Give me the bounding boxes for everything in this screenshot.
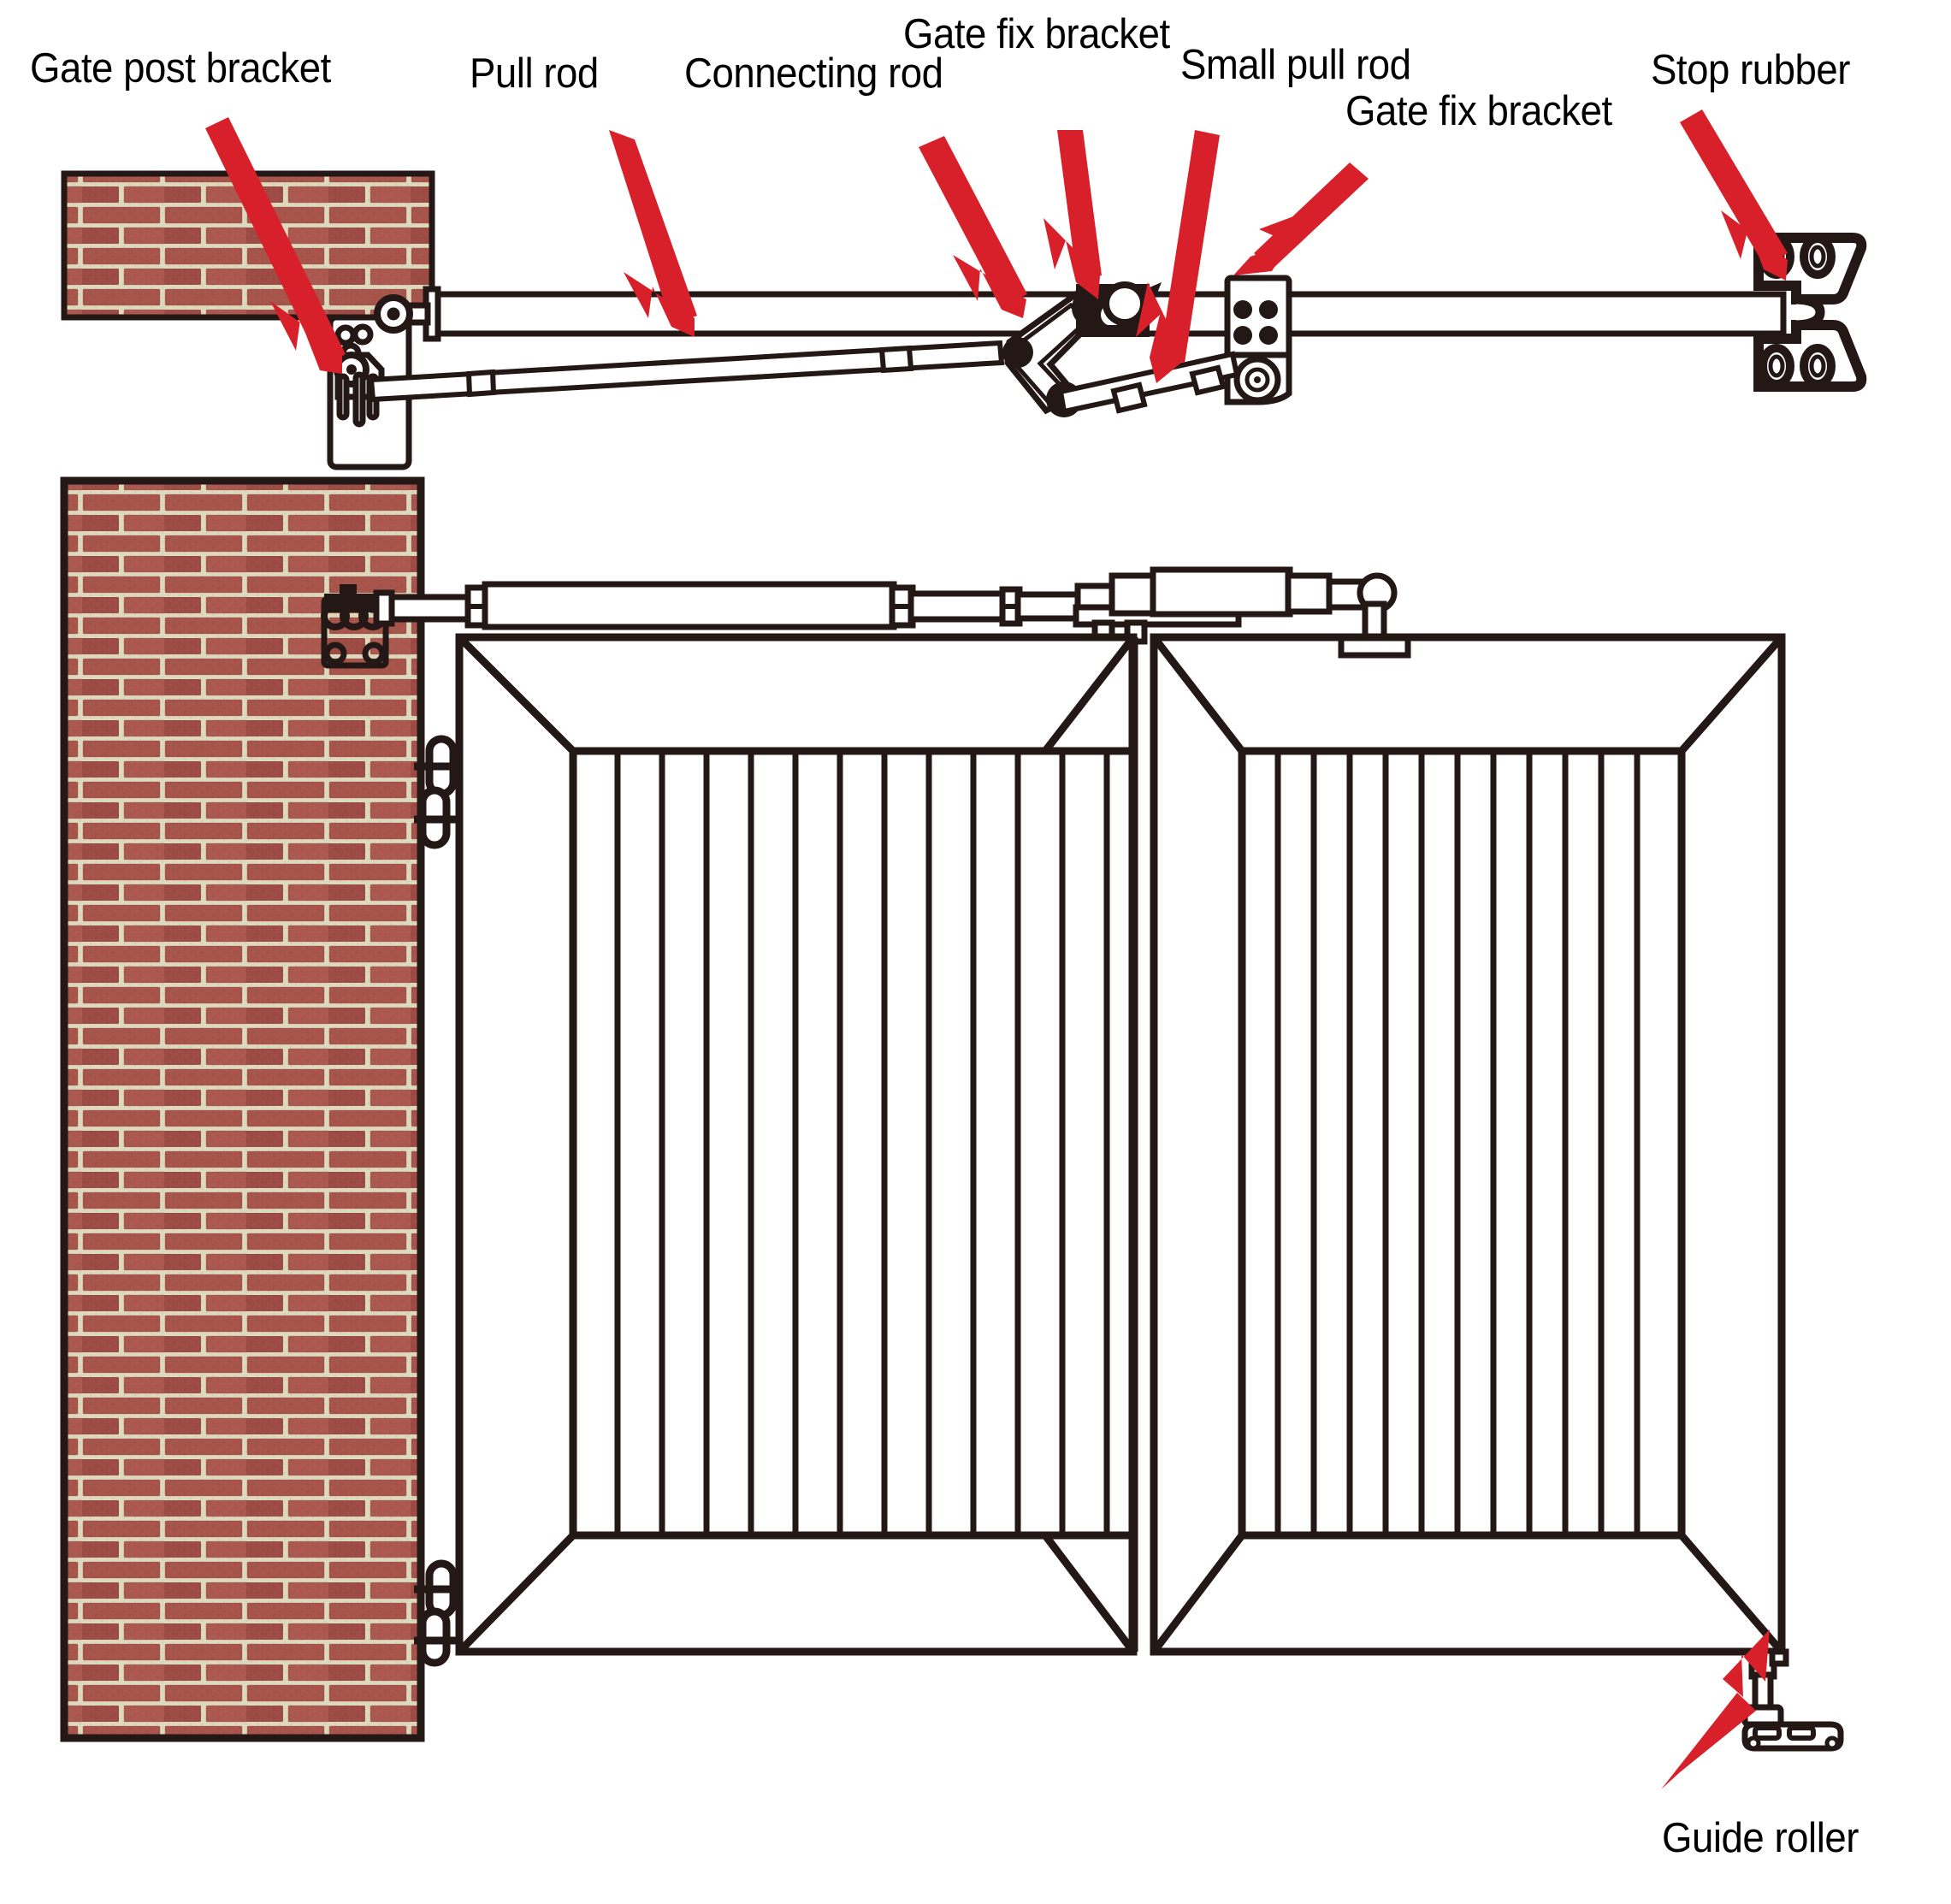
arrow-pull-rod	[609, 130, 697, 337]
elev-right-leaf	[1150, 633, 1786, 1656]
arrow-gate-fix-bracket-2	[1233, 163, 1369, 275]
arrow-guide-roller	[1661, 1629, 1770, 1789]
elev-left-leaf	[455, 633, 1138, 1656]
label-small-pull-rod: Small pull rod	[1180, 42, 1411, 88]
plan-small-pull-rod	[1057, 351, 1240, 415]
elev-upper-hinge	[414, 735, 459, 849]
elev-lower-hinge	[414, 1559, 459, 1667]
elevation-brick-wall	[60, 476, 425, 1742]
label-pull-rod: Pull rod	[470, 50, 599, 97]
arrow-gate-fix-bracket-top	[1043, 130, 1102, 299]
label-guide-roller: Guide roller	[1662, 1815, 1859, 1861]
arrow-stop-rubber	[1680, 109, 1788, 281]
plan-gate-fix-bracket-b	[1224, 275, 1292, 405]
plan-gate-fix-bracket-a	[1072, 281, 1162, 337]
plan-view-group	[61, 170, 1867, 470]
plan-pull-rod	[368, 340, 1005, 403]
arrow-gate-post-bracket	[205, 117, 346, 374]
label-stop-rubber: Stop rubber	[1651, 47, 1851, 93]
label-gate-fix-bracket-2: Gate fix bracket	[1345, 88, 1612, 134]
arrow-small-pull-rod	[1136, 130, 1220, 383]
elevation-view-group	[60, 476, 1844, 1752]
plan-gate-post-bracket	[327, 314, 412, 470]
leader-arrows	[205, 109, 1788, 1789]
label-gate-post-bracket: Gate post bracket	[30, 45, 331, 92]
arrow-connecting-rod	[919, 136, 1027, 318]
elev-top-rod-assembly	[373, 566, 1411, 659]
label-gate-fix-bracket-top: Gate fix bracket	[903, 11, 1170, 57]
label-connecting-rod: Connecting rod	[684, 50, 943, 97]
